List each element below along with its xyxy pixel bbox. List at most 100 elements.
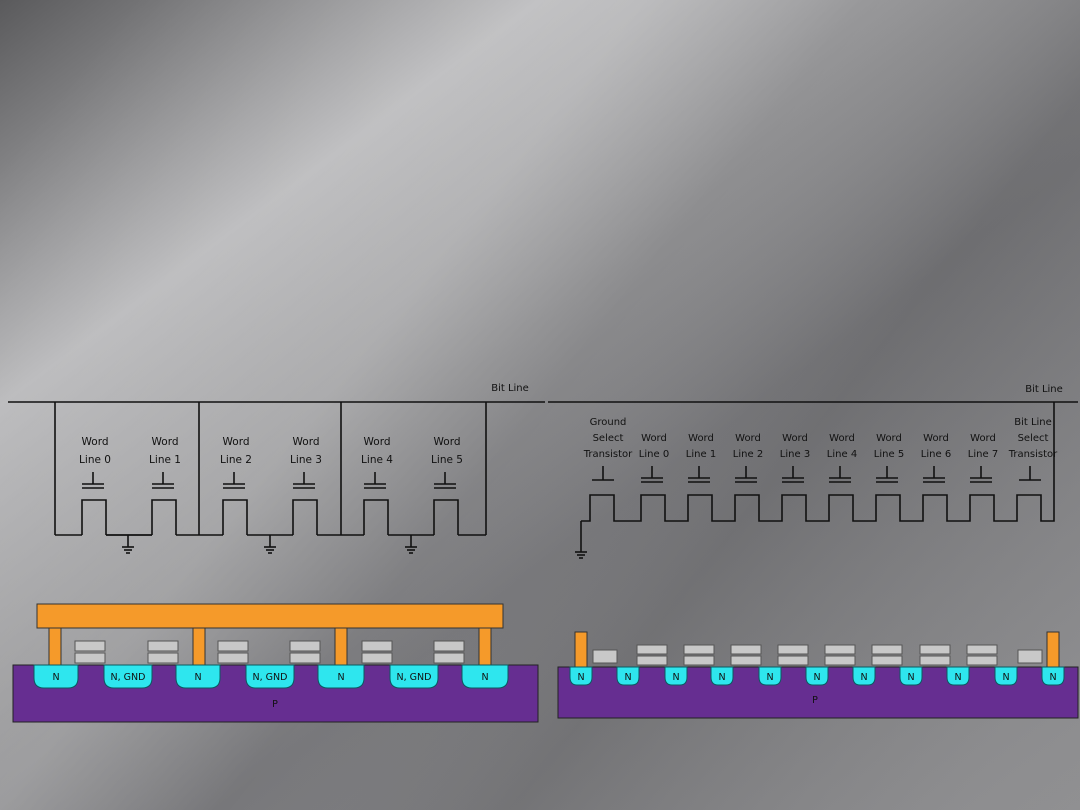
gate-stack — [433, 640, 465, 664]
ground-select-label: Ground — [590, 417, 627, 428]
gate-stack — [636, 644, 668, 666]
floating-gate — [966, 655, 998, 666]
gate-stack — [777, 644, 809, 666]
word-line-label-5: Line 5 — [431, 454, 463, 466]
n-region-label: N — [1049, 672, 1056, 683]
control-gate — [730, 644, 762, 655]
n-region — [710, 666, 734, 686]
gate-stack — [966, 644, 998, 666]
bit-line-metal — [36, 603, 504, 629]
word-line-label-1: Word — [688, 433, 714, 444]
word-line-label-2: Line 2 — [220, 454, 252, 466]
n-region-label: N — [907, 672, 914, 683]
gate-symbol — [152, 472, 174, 489]
word-line-label-4: Line 4 — [361, 454, 393, 466]
select-gate-symbol — [592, 466, 614, 481]
cell-channel — [222, 499, 248, 535]
word-line-label-4: Word — [364, 436, 391, 448]
n-region-label: N — [194, 672, 201, 683]
word-line-label-4: Word — [829, 433, 855, 444]
n-region-label: N — [954, 672, 961, 683]
bit-line-select-label: Transistor — [1008, 449, 1058, 460]
ground-symbol — [575, 540, 587, 559]
floating-gate — [74, 652, 106, 664]
word-line-label-5: Word — [434, 436, 461, 448]
cell-channel — [363, 499, 389, 535]
n-region-label: N — [766, 672, 773, 683]
floating-gate — [871, 655, 903, 666]
n-region — [664, 666, 688, 686]
n-region — [994, 666, 1018, 686]
word-line-label-2: Word — [735, 433, 761, 444]
n-region-label: N — [624, 672, 631, 683]
substrate-label: P — [272, 699, 278, 710]
bit-line-select-label: Bit Line — [1014, 417, 1052, 428]
n-region — [389, 664, 439, 689]
n-region-label: N — [718, 672, 725, 683]
control-gate — [683, 644, 715, 655]
contact-plug — [192, 627, 206, 669]
word-line-label-4: Line 4 — [827, 449, 857, 460]
bit-line-label: Bit Line — [491, 383, 529, 394]
word-line-label-6: Line 6 — [921, 449, 951, 460]
control-gate — [777, 644, 809, 655]
floating-gate — [824, 655, 856, 666]
gate-symbol — [82, 472, 104, 489]
n-region — [946, 666, 970, 686]
floating-gate — [361, 652, 393, 664]
word-line-label-5: Word — [876, 433, 902, 444]
n-region-label: N — [1002, 672, 1009, 683]
n-region — [852, 666, 876, 686]
gate-stack — [871, 644, 903, 666]
select-gate-symbol — [1019, 466, 1041, 481]
n-region — [461, 664, 509, 689]
gate-symbol — [735, 466, 757, 483]
n-region-label: N — [577, 672, 584, 683]
ground-symbol — [122, 535, 134, 554]
word-line-label-3: Line 3 — [780, 449, 810, 460]
n-region-label: N, GND — [111, 672, 146, 683]
floating-gate — [147, 652, 179, 664]
gate-stack — [289, 640, 321, 664]
gate-symbol — [641, 466, 663, 483]
floating-gate — [217, 652, 249, 664]
ground-select-gate — [592, 649, 618, 664]
word-line-label-0: Line 0 — [639, 449, 669, 460]
control-gate — [636, 644, 668, 655]
gate-symbol — [434, 472, 456, 489]
gate-symbol — [223, 472, 245, 489]
source-contact — [574, 631, 588, 669]
ground-symbol — [264, 535, 276, 554]
cell-channel — [81, 499, 107, 535]
n-region — [317, 664, 365, 689]
n-region-label: N — [813, 672, 820, 683]
floating-gate — [289, 652, 321, 664]
word-line-label-0: Word — [641, 433, 667, 444]
n-region — [805, 666, 829, 686]
gate-stack — [730, 644, 762, 666]
gate-symbol — [923, 466, 945, 483]
gate-symbol — [782, 466, 804, 483]
control-gate — [824, 644, 856, 655]
n-region — [758, 666, 782, 686]
n-region — [899, 666, 923, 686]
substrate-label: P — [812, 695, 818, 706]
floating-gate — [636, 655, 668, 666]
gate-stack — [683, 644, 715, 666]
n-region-label: N — [337, 672, 344, 683]
word-line-label-0: Word — [82, 436, 109, 448]
n-region-label: N — [672, 672, 679, 683]
n-region-label: N, GND — [397, 672, 432, 683]
n-region — [569, 666, 593, 686]
control-gate — [74, 640, 106, 652]
ground-select-label: Transistor — [583, 449, 633, 460]
word-line-label-1: Line 1 — [686, 449, 716, 460]
gate-stack — [919, 644, 951, 666]
control-gate — [217, 640, 249, 652]
control-gate — [361, 640, 393, 652]
n-region — [245, 664, 295, 689]
